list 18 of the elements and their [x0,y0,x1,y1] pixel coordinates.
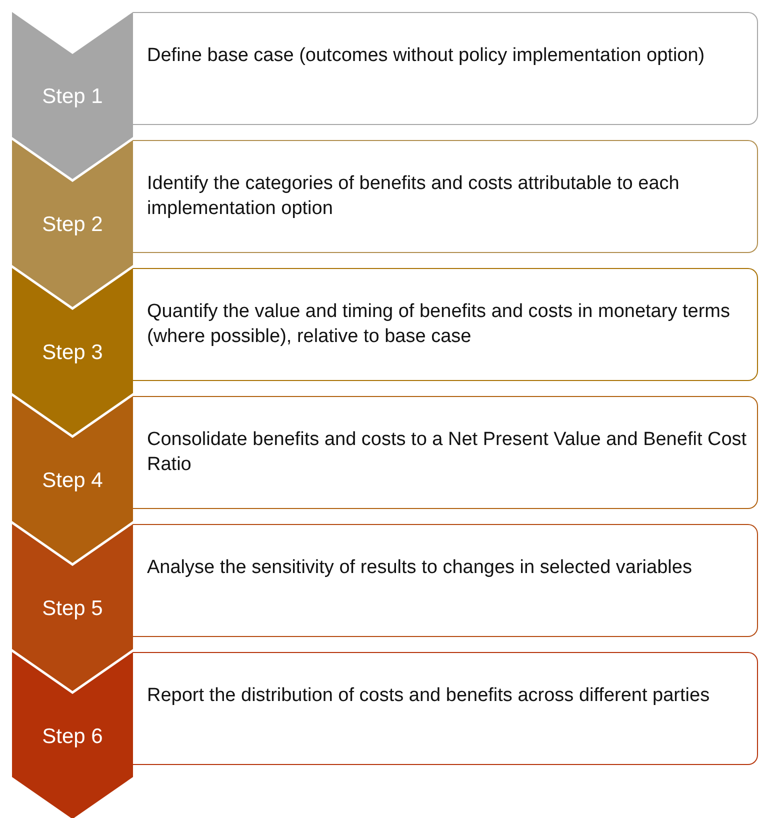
step-box [133,524,758,637]
step-label: Step 1 [41,84,104,110]
step-label: Step 4 [41,468,104,494]
step-box [133,140,758,253]
step-label: Step 2 [41,212,104,238]
step-box [133,268,758,381]
step-label: Step 3 [41,340,104,366]
step-description: Analyse the sensitivity of results to changes in selected variables [147,556,693,580]
step-label: Step 5 [41,596,104,622]
step-box [133,652,758,765]
step-box [133,12,758,125]
step-box [133,396,758,509]
step-description: Report the distribution of costs and benefits across different parties [147,684,711,708]
step-description: Consolidate benefits and costs to a Net Present Value and Benefit Cost Ratio [147,428,748,477]
step-label: Step 6 [41,724,104,750]
step-description: Identify the categories of benefits and costs attributable to each implementation option [147,172,680,221]
step-description: Define base case (outcomes without policy implementation option) [147,44,706,68]
step-description: Quantify the value and timing of benefits and costs in monetary terms (where possible), relative to base case [147,300,731,349]
